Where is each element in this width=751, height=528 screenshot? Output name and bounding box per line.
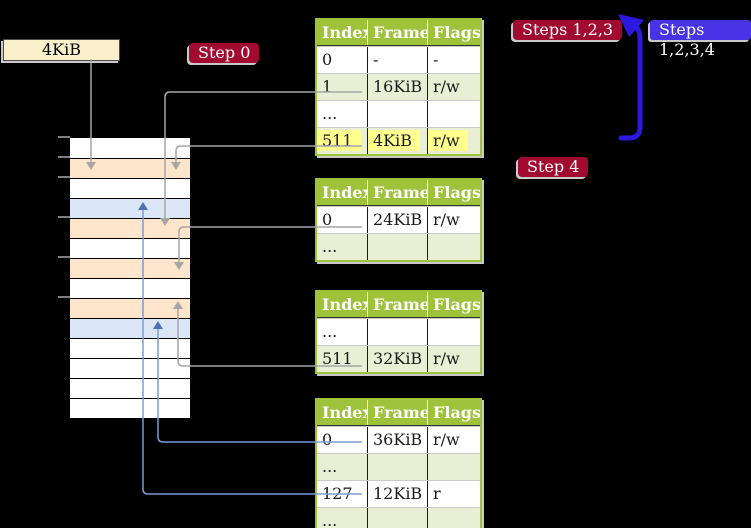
- table-cell: 16KiB: [367, 74, 427, 100]
- table-cell: r: [427, 481, 480, 507]
- memory-row-12: [70, 378, 190, 398]
- memory-tick: [58, 296, 70, 298]
- table-cell: 0: [322, 50, 333, 69]
- table-cell: 36KiB: [367, 427, 427, 453]
- column-header: Index: [322, 295, 367, 314]
- memory-row-7: [70, 278, 190, 298]
- table-row: ...: [317, 507, 480, 528]
- column-header: Index: [322, 23, 367, 42]
- table-cell: [367, 454, 427, 480]
- table-cell: r/w: [427, 207, 480, 233]
- table-cell: -: [427, 47, 480, 73]
- table-cell: ...: [322, 237, 338, 256]
- memory-row-10: [70, 338, 190, 358]
- table-row: ...: [317, 453, 480, 480]
- table-row: ...: [317, 318, 480, 345]
- table-cell: r/w: [427, 74, 480, 100]
- table-cell: 1: [322, 77, 333, 96]
- table-cell: [367, 234, 427, 260]
- table-cell: ...: [322, 104, 338, 123]
- memory-tick: [58, 176, 70, 178]
- steps-1234-badge: Steps 1,2,3,4: [650, 20, 751, 59]
- column-header: Flags: [427, 292, 480, 317]
- column-header: Index: [322, 183, 367, 202]
- table-cell: [427, 234, 480, 260]
- column-header: Frame: [367, 400, 427, 425]
- step-0-badge: Step 0: [189, 43, 260, 63]
- column-header: Flags: [427, 400, 480, 425]
- table-cell: ...: [322, 322, 338, 341]
- table-cell: 127: [322, 484, 353, 503]
- recursive-loop-arrow: [618, 20, 643, 141]
- memory-row-11: [70, 358, 190, 378]
- memory-tick: [58, 256, 70, 258]
- memory-row-9: [70, 318, 190, 338]
- column-header: Frame: [367, 20, 427, 45]
- table-cell: ...: [322, 511, 338, 528]
- highlighted-value: r/w: [428, 130, 468, 151]
- memory-row-3: [70, 198, 190, 218]
- table-cell: 511: [322, 349, 353, 368]
- table-cell: r/w: [427, 128, 480, 154]
- memory-row-13: [70, 398, 190, 418]
- table-cell: r/w: [427, 427, 480, 453]
- memory-row-2: [70, 178, 190, 198]
- memory-row-5: [70, 238, 190, 258]
- memory-tick: [58, 216, 70, 218]
- table-cell: 511: [317, 128, 367, 154]
- highlighted-value: 511: [317, 130, 361, 151]
- table-row: 511 4KiB r/w: [317, 127, 480, 154]
- table-cell: -: [367, 47, 427, 73]
- table-cell: [427, 508, 480, 528]
- table-header-row: IndexFrameFlags: [317, 400, 480, 426]
- memory-tick: [58, 156, 70, 158]
- table-cell: 32KiB: [367, 346, 427, 372]
- table-cell: [367, 508, 427, 528]
- memory-row-6: [70, 258, 190, 278]
- table-cell: 0: [322, 430, 333, 449]
- column-header: Flags: [427, 180, 480, 205]
- physical-memory-column: [69, 137, 191, 419]
- column-header: Index: [322, 403, 367, 422]
- memory-row-1: [70, 158, 190, 178]
- highlighted-value: 4KiB: [368, 130, 421, 151]
- steps-123-badge: Steps 1,2,3: [513, 20, 623, 40]
- table-cell: [367, 101, 427, 127]
- page-size-label: 4KiB: [3, 39, 120, 61]
- page-table-level3: IndexFrameFlags 0 24KiBr/w...: [315, 178, 482, 262]
- table-cell: 24KiB: [367, 207, 427, 233]
- table-cell: [427, 454, 480, 480]
- memory-tick: [58, 136, 70, 138]
- table-header-row: IndexFrameFlags: [317, 292, 480, 318]
- table-row: 0 --: [317, 46, 480, 73]
- table-cell: [367, 319, 427, 345]
- column-header: Frame: [367, 292, 427, 317]
- table-header-row: IndexFrameFlags: [317, 20, 480, 46]
- table-row: ...: [317, 233, 480, 260]
- memory-row-0: [70, 138, 190, 158]
- table-cell: [427, 101, 480, 127]
- table-header-row: IndexFrameFlags: [317, 180, 480, 206]
- table-cell: 0: [322, 210, 333, 229]
- memory-row-4: [70, 218, 190, 238]
- table-cell: 4KiB: [367, 128, 427, 154]
- step-4-badge: Step 4: [518, 157, 589, 177]
- table-row: ...: [317, 100, 480, 127]
- table-cell: 12KiB: [367, 481, 427, 507]
- table-cell: ...: [322, 457, 338, 476]
- memory-row-8: [70, 298, 190, 318]
- column-header: Flags: [427, 20, 480, 45]
- column-header: Frame: [367, 180, 427, 205]
- table-cell: [427, 319, 480, 345]
- table-cell: r/w: [427, 346, 480, 372]
